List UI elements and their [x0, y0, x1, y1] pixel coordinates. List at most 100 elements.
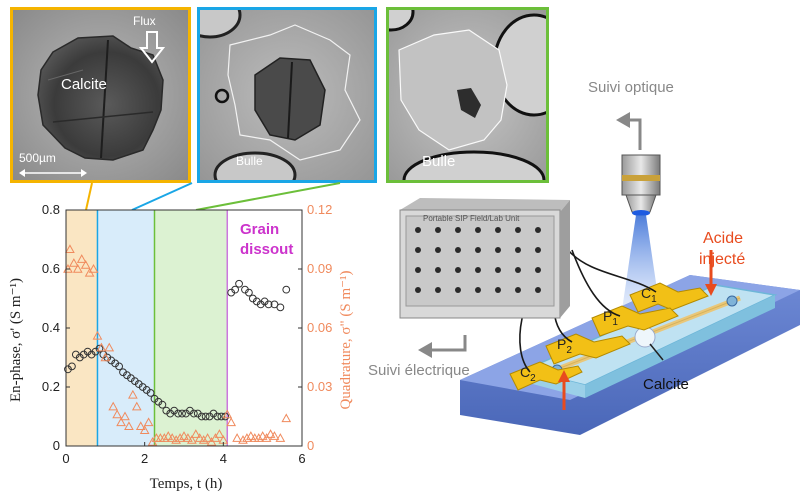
data-point-inphase — [115, 362, 123, 371]
bubble-label-1: Bulle — [236, 154, 263, 168]
data-point-quadrature — [159, 433, 170, 442]
data-point-quadrature — [269, 431, 280, 440]
data-point-quadrature — [65, 244, 75, 254]
electrode-p2 — [545, 333, 631, 365]
data-point-inphase — [178, 409, 186, 418]
data-point-quadrature — [179, 431, 189, 440]
data-point-quadrature — [257, 431, 268, 440]
data-point-quadrature — [183, 433, 193, 442]
acid-label-line1: Acide — [703, 230, 744, 247]
x-tick-label: 4 — [220, 451, 227, 466]
sip-jack-icon — [455, 227, 461, 233]
connector-line-bubble-1 — [131, 182, 193, 211]
panel-connector-lines — [85, 182, 341, 211]
sip-jack-icon — [415, 267, 421, 273]
sip-jack-icon — [435, 227, 441, 233]
x-tick-label: 6 — [298, 451, 305, 466]
data-point-inphase — [197, 412, 206, 421]
y-left-tick-label: 0.4 — [42, 320, 60, 335]
data-point-quadrature — [143, 417, 154, 427]
electrode-label-p1: P1 — [603, 308, 618, 328]
data-point-quadrature — [171, 435, 181, 444]
data-point-quadrature — [246, 431, 256, 440]
sip-instrument — [399, 198, 570, 319]
data-point-quadrature — [190, 429, 201, 438]
sip-jack-icon — [515, 267, 521, 273]
data-point-inphase — [189, 409, 198, 418]
data-point-quadrature — [281, 413, 292, 423]
x-tick-label: 0 — [62, 451, 69, 466]
sip-jack-icon — [535, 227, 541, 233]
data-point-quadrature — [69, 258, 79, 267]
electrode-label-c1: C1 — [641, 285, 657, 305]
sip-jack-icon — [415, 287, 421, 293]
y-right-tick-label: 0 — [307, 438, 314, 453]
data-point-quadrature — [198, 435, 209, 444]
data-point-inphase — [264, 300, 273, 309]
data-point-quadrature — [214, 429, 225, 438]
partially-dissolved-grain-image — [200, 10, 374, 180]
sip-jack-icon — [515, 247, 521, 253]
micrograph-panel-bubble-1: Bulle — [197, 7, 377, 183]
sip-jack-icon — [475, 227, 481, 233]
y-left-tick-label: 0.2 — [42, 379, 60, 394]
light-beam — [622, 215, 660, 310]
scale-bar-icon — [19, 169, 87, 177]
data-point-quadrature — [232, 433, 242, 442]
calcite-label: Calcite — [61, 76, 107, 93]
electrical-arrow-icon — [418, 335, 467, 358]
data-point-quadrature — [275, 433, 286, 442]
sip-jack-icon — [495, 247, 501, 253]
data-point-quadrature — [104, 342, 115, 352]
dissolving-grain-image — [389, 10, 546, 180]
sip-device-title: Portable SIP Field/Lab Unit — [423, 214, 520, 223]
data-point-quadrature — [194, 433, 205, 442]
calcite-pointer-line — [649, 343, 664, 361]
data-point-quadrature — [187, 435, 197, 444]
data-point-quadrature — [242, 433, 252, 442]
data-point-quadrature — [96, 342, 107, 352]
data-point-quadrature — [226, 417, 237, 427]
y-left-tick-label: 0 — [53, 438, 60, 453]
y-axis-right-label: Quadrature, σ" (S m⁻¹) — [338, 270, 354, 409]
sip-jack-icon — [515, 287, 521, 293]
optical-monitoring-label: Suivi optique — [588, 79, 674, 96]
flow-label: Flux — [133, 14, 156, 28]
data-point-quadrature — [72, 263, 83, 273]
data-point-quadrature — [112, 409, 122, 419]
sip-jack-icon — [435, 247, 441, 253]
outlet-arrow-icon — [558, 370, 570, 410]
phase-region-2 — [97, 210, 155, 446]
data-point-quadrature — [116, 417, 126, 427]
data-point-quadrature — [128, 389, 138, 399]
sip-jack-icon — [475, 267, 481, 273]
data-point-quadrature — [167, 433, 178, 442]
y-right-tick-label: 0.09 — [307, 261, 332, 276]
data-point-inphase — [68, 362, 76, 371]
data-point-quadrature — [265, 429, 276, 438]
x-tick-label: 2 — [141, 451, 148, 466]
electrode-c1 — [629, 282, 709, 313]
sip-jack-icon — [455, 247, 461, 253]
data-point-quadrature — [108, 401, 119, 411]
annotation-dissout: dissout — [240, 241, 293, 258]
sip-jack-icon — [435, 287, 441, 293]
microscope-objective-icon — [621, 154, 661, 216]
bubble-label-2: Bulle — [422, 153, 456, 170]
data-point-inphase — [213, 412, 222, 421]
y-right-tick-label: 0.03 — [307, 379, 332, 394]
connector-line-bubble-2 — [195, 182, 341, 211]
data-point-quadrature — [131, 401, 142, 411]
sip-jack-icon — [455, 287, 461, 293]
data-point-quadrature — [139, 425, 150, 434]
data-point-inphase — [245, 288, 253, 297]
data-point-quadrature — [163, 431, 174, 440]
data-point-inphase — [217, 412, 226, 421]
connector-line-calcite — [85, 182, 93, 211]
y-left-tick-label: 0.8 — [42, 202, 60, 217]
acid-inlet-arrow-icon — [705, 250, 717, 296]
sip-jack-icon — [495, 287, 501, 293]
data-point-quadrature — [124, 421, 134, 431]
data-point-quadrature — [238, 435, 248, 444]
phase-region-1 — [66, 210, 98, 446]
